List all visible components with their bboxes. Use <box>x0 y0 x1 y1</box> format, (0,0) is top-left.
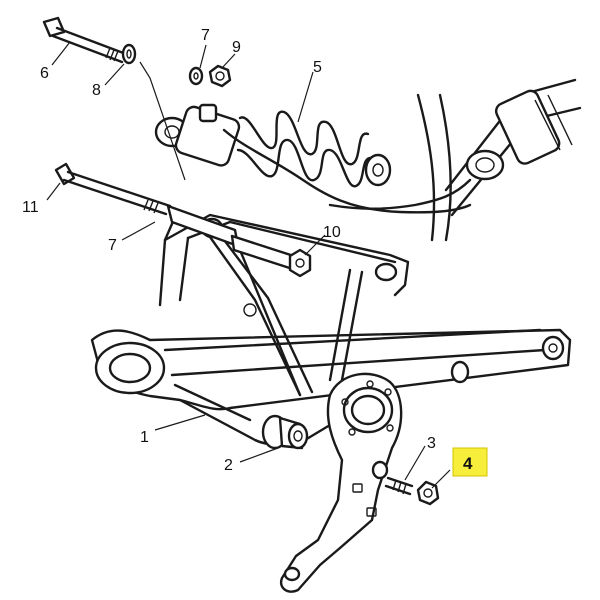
callout-6: 6 <box>40 65 49 82</box>
callout-2: 2 <box>224 457 233 474</box>
callout-9: 9 <box>232 39 241 56</box>
callout-7-lower: 7 <box>108 237 117 254</box>
leader-lines <box>46 41 451 489</box>
long-bolt <box>54 162 172 216</box>
bolt-3 <box>384 476 414 496</box>
callout-8: 8 <box>92 82 101 99</box>
callout-5: 5 <box>313 59 322 76</box>
top-nut <box>188 64 232 88</box>
nut-10 <box>288 248 312 278</box>
caliper-bracket <box>279 372 403 593</box>
callout-1: 1 <box>140 429 149 446</box>
frame-section <box>328 78 582 242</box>
shock-absorber <box>154 103 472 214</box>
callout-4: 4 <box>463 454 473 473</box>
spacer-2 <box>261 414 309 450</box>
top-bolt <box>42 16 137 65</box>
callout-10: 10 <box>323 224 341 241</box>
callout-11: 11 <box>22 199 39 216</box>
callout-3: 3 <box>427 435 436 452</box>
highlight-box <box>452 447 488 477</box>
callout-7-top: 7 <box>201 27 210 44</box>
